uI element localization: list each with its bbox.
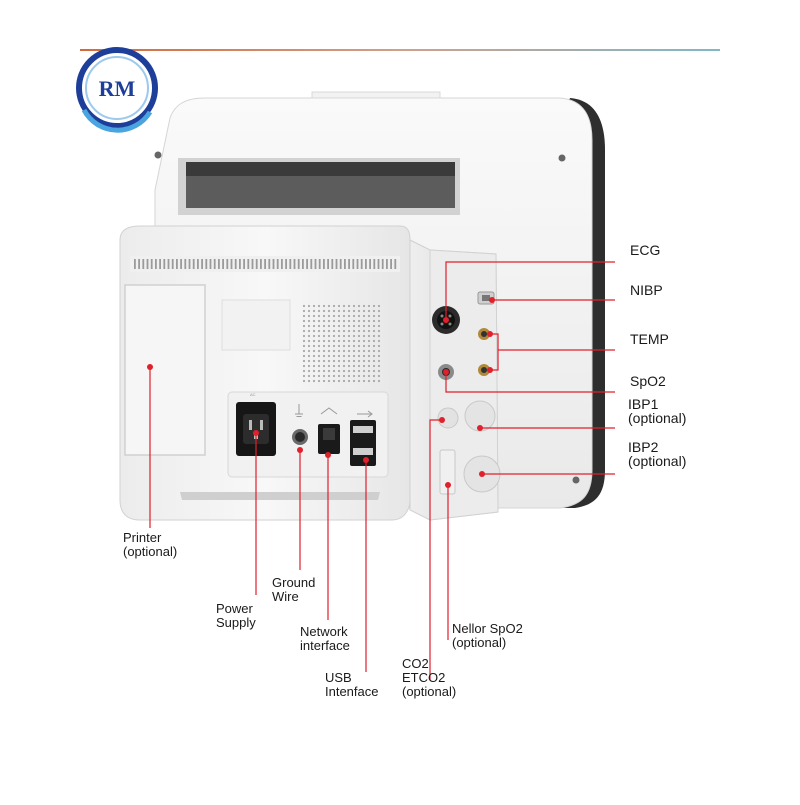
co2-leader [429,419,442,680]
label-spo2: SpO2 [630,373,666,389]
label-ibp1: IBP1(optional) [628,396,687,426]
svg-text:AC: AC [250,392,256,397]
label-nibp: NIBP [630,282,663,298]
callout-lines [149,261,615,680]
label-temp: TEMP [630,331,669,347]
printer-door [124,284,206,456]
label-plate [221,299,291,351]
ecg-leader [445,261,615,320]
callout-dots [147,297,495,488]
monitor-body: AC [119,91,605,521]
speaker-grille [302,304,381,383]
label-printer: Printer(optional) [123,530,178,559]
label-nellor: Nellor SpO2(optional) [452,621,523,650]
top-divider [80,49,720,51]
usb-ports [350,410,376,466]
spo2-leader [445,372,615,393]
vent-strip [130,256,400,272]
network-port [318,407,340,454]
temp-ports [478,328,490,376]
label-ecg: ECG [630,242,661,258]
co2-port [437,407,459,429]
ground-post [292,404,308,445]
label-ibp2: IBP2(optional) [628,439,687,469]
logo-text: RM [99,76,136,101]
rm-logo: RM [76,47,158,133]
